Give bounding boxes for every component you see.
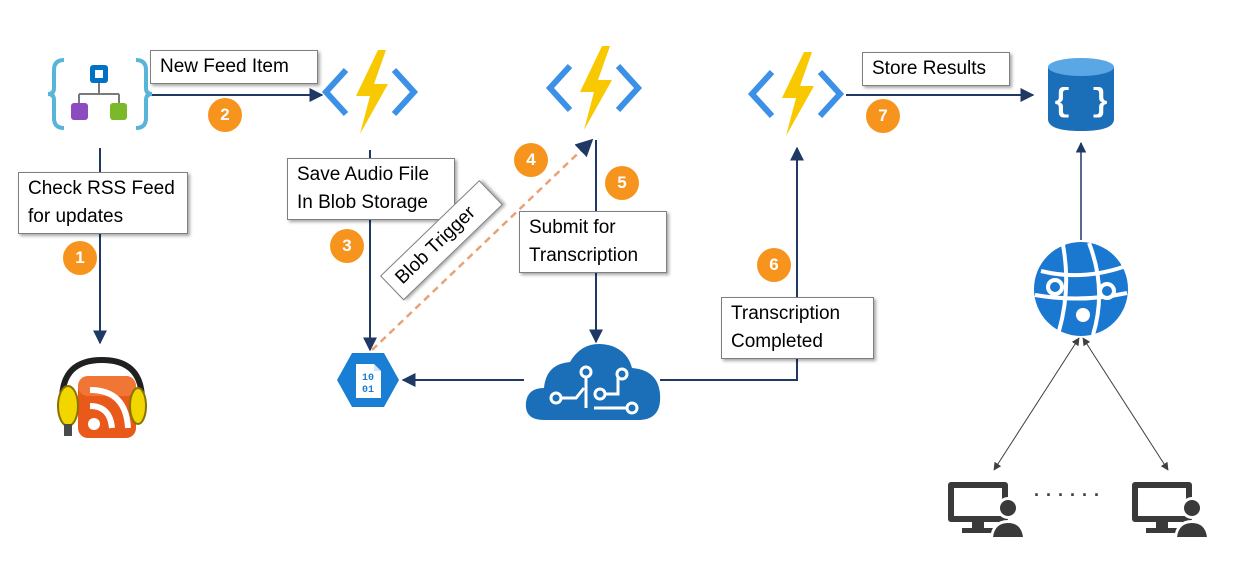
transcription-completed-label: Transcription Completed [721,297,874,359]
save-audio-function-icon [326,50,414,134]
user-computer-icon-right [1132,482,1210,538]
store-results-label: Store Results [862,52,1010,86]
transcription-completed-line-1: Transcription [731,303,841,324]
user-computer-icon-left [948,482,1026,538]
podcast-rss-icon [57,356,147,438]
transcribe-function-icon [550,46,638,130]
step-badge-2: 2 [208,98,242,132]
transcription-completed-line-2: Completed [731,331,823,352]
submit-transcription-label: Submit for Transcription [519,211,667,273]
step-badge-5: 5 [605,166,639,200]
logic-app-icon [47,58,153,130]
cosmos-db-icon: { } [1048,58,1114,131]
arrow-6 [660,146,804,381]
svg-text:01: 01 [362,385,374,396]
store-function-icon [752,52,840,136]
save-audio-line-1: Save Audio File [297,164,430,185]
check-rss-line-2: for updates [28,206,124,227]
cognitive-services-icon [525,344,661,420]
check-rss-label: Check RSS Feed for updates [18,172,188,234]
save-audio-line-2: In Blob Storage [297,192,428,213]
blob-trigger-line [371,138,594,351]
new-feed-item-text: New Feed Item [160,56,289,77]
submit-line-1: Submit for [529,217,616,238]
step-badge-4: 4 [514,143,548,177]
step-badge-7: 7 [866,99,900,133]
store-results-text: Store Results [872,58,987,79]
save-audio-label: Save Audio File In Blob Storage [287,158,455,220]
svg-text:10: 10 [362,373,374,384]
client-link-right [1082,337,1169,471]
new-feed-item-label: New Feed Item [150,50,318,84]
clients-ellipsis: . . . . . . [1034,480,1101,500]
step-badge-3: 3 [330,229,364,263]
client-link-left [993,337,1080,471]
step-badge-6: 6 [757,248,791,282]
web-app-icon [1034,242,1128,336]
submit-line-2: Transcription [529,245,639,266]
svg-text:{ }: { } [1052,84,1110,121]
check-rss-line-1: Check RSS Feed [28,178,175,199]
blob-storage-icon: 10 01 [337,353,399,407]
step-badge-1: 1 [63,241,97,275]
